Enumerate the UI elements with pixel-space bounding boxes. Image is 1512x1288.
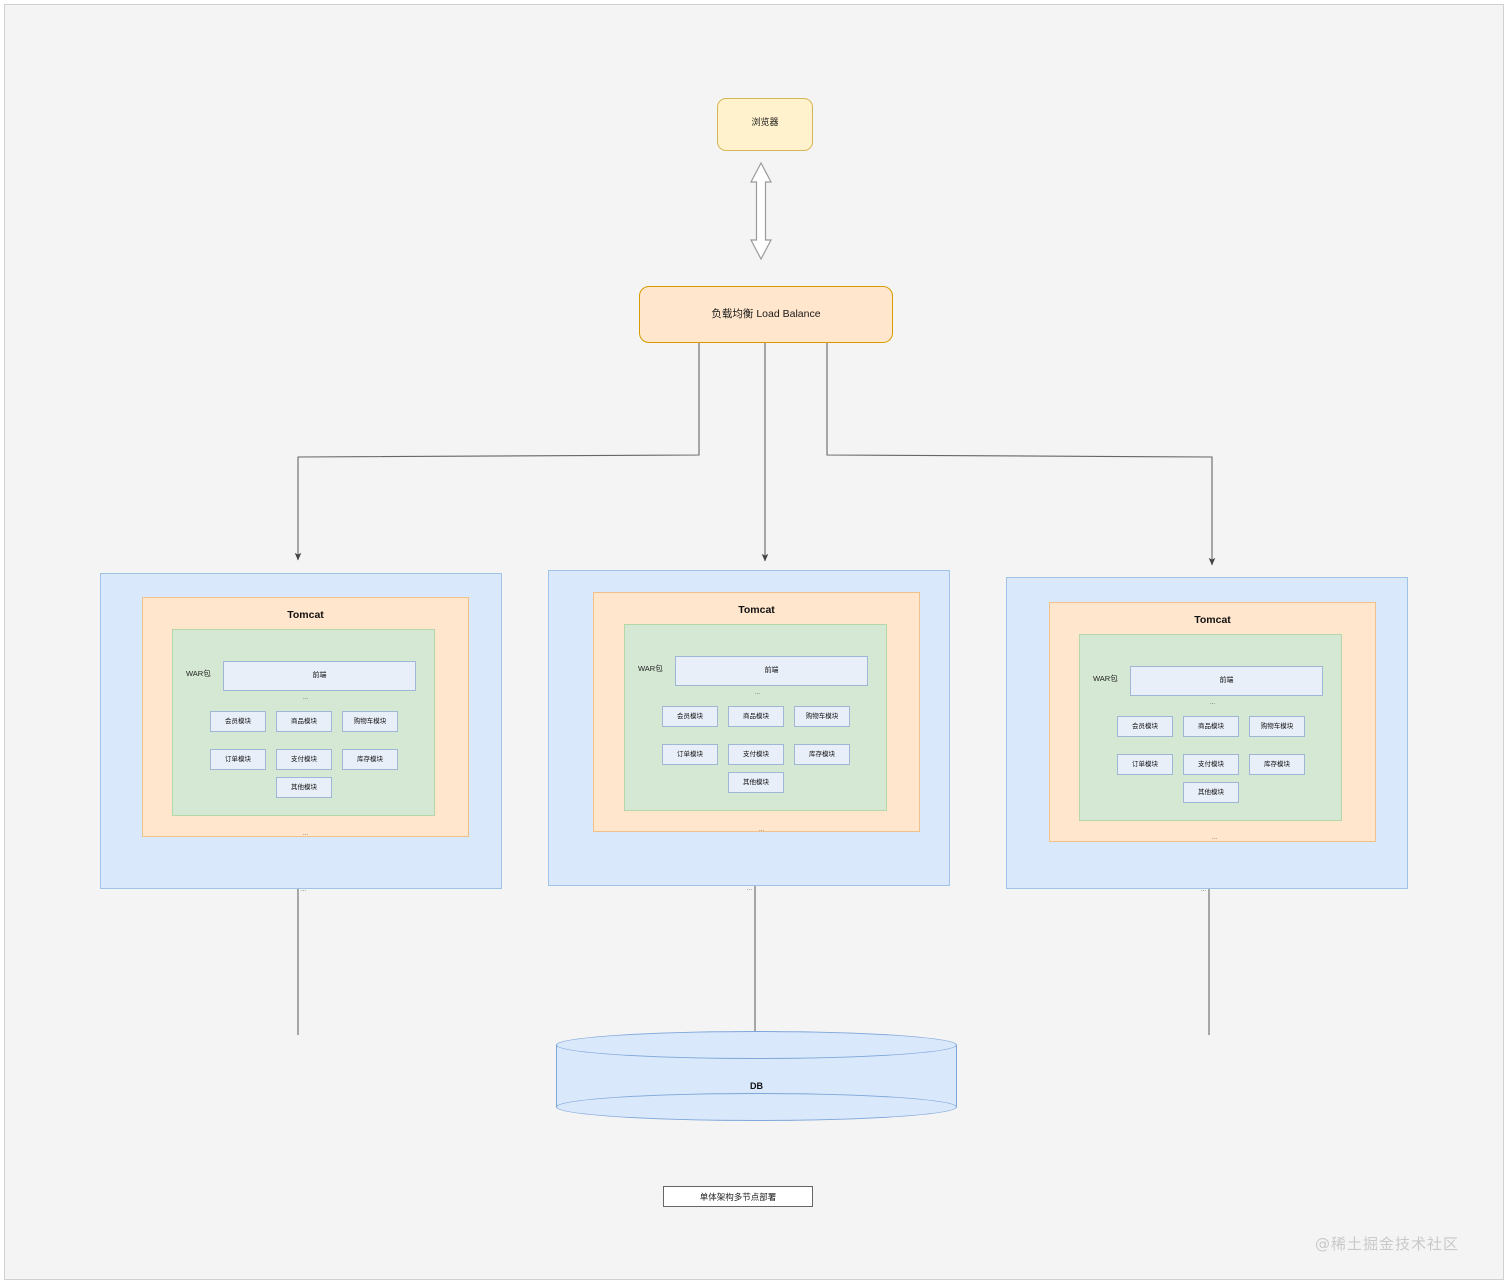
module-box-1[interactable]: 商品模块 (276, 711, 332, 732)
module-box-4[interactable]: 支付模块 (728, 744, 784, 765)
module-box-5[interactable]: 库存模块 (794, 744, 850, 765)
db-link-dots-2b: ... (747, 886, 753, 892)
database-node[interactable]: DB (556, 1031, 957, 1121)
module-box-6[interactable]: 其他模块 (728, 772, 784, 793)
lb-to-server1-connector (294, 340, 700, 561)
browser-node[interactable]: 浏览器 (717, 98, 813, 151)
db-link-dots-1b: ... (301, 887, 307, 893)
load-balancer-label: 负载均衡 Load Balance (711, 308, 821, 320)
load-balancer-node[interactable]: 负载均衡 Load Balance (639, 286, 893, 343)
watermark-label: @稀土掘金技术社区 (1315, 1235, 1460, 1253)
war-package-area-3[interactable]: WAR包 前端 ... 会员模块 商品模块 购物车模块 订单模块 支付模块 库存… (1079, 634, 1342, 821)
diagram-caption-label: 单体架构多节点部署 (699, 1192, 777, 1202)
module-box-0[interactable]: 会员模块 (662, 706, 718, 727)
module-box-5[interactable]: 库存模块 (1249, 754, 1305, 775)
module-box-1[interactable]: 商品模块 (728, 706, 784, 727)
module-box-2[interactable]: 购物车模块 (794, 706, 850, 727)
frontend-module-box[interactable]: 前端 (675, 656, 868, 686)
module-separator-dots: ... (1210, 700, 1216, 706)
tomcat-title: Tomcat (1194, 614, 1231, 626)
war-tag-label: WAR包 (186, 669, 211, 678)
db-link-dots-3b: ... (1201, 887, 1207, 893)
module-box-4[interactable]: 支付模块 (1183, 754, 1239, 775)
diagram-caption-box: 单体架构多节点部署 (663, 1186, 813, 1207)
diagram-canvas: 浏览器 负载均衡 Load Balance Tomcat WAR包 前端 ...… (4, 4, 1504, 1280)
module-box-5[interactable]: 库存模块 (342, 749, 398, 770)
db-link-dots-1a: ... (303, 831, 309, 837)
db-link-dots-3a: ... (1212, 835, 1218, 841)
browser-lb-connector (750, 161, 772, 261)
module-box-4[interactable]: 支付模块 (276, 749, 332, 770)
browser-label: 浏览器 (751, 117, 779, 127)
war-package-area-2[interactable]: WAR包 前端 ... 会员模块 商品模块 购物车模块 订单模块 支付模块 库存… (624, 624, 887, 811)
lb-to-server3-connector (826, 340, 1216, 566)
module-box-2[interactable]: 购物车模块 (342, 711, 398, 732)
module-box-3[interactable]: 订单模块 (1117, 754, 1173, 775)
module-box-6[interactable]: 其他模块 (276, 777, 332, 798)
cylinder-top (556, 1031, 957, 1059)
war-package-area-1[interactable]: WAR包 前端 ... 会员模块 商品模块 购物车模块 订单模块 支付模块 库存… (172, 629, 435, 816)
tomcat-title: Tomcat (287, 609, 324, 621)
cylinder-bottom (556, 1093, 957, 1121)
module-separator-dots: ... (755, 690, 761, 696)
module-box-1[interactable]: 商品模块 (1183, 716, 1239, 737)
db-link-dots-2a: ... (759, 827, 765, 833)
tomcat-title: Tomcat (738, 604, 775, 616)
frontend-module-box[interactable]: 前端 (1130, 666, 1323, 696)
module-separator-dots: ... (303, 695, 309, 701)
module-box-0[interactable]: 会员模块 (1117, 716, 1173, 737)
war-tag-label: WAR包 (638, 664, 663, 673)
module-box-6[interactable]: 其他模块 (1183, 782, 1239, 803)
module-box-0[interactable]: 会员模块 (210, 711, 266, 732)
module-box-2[interactable]: 购物车模块 (1249, 716, 1305, 737)
frontend-module-box[interactable]: 前端 (223, 661, 416, 691)
war-tag-label: WAR包 (1093, 674, 1118, 683)
module-box-3[interactable]: 订单模块 (662, 744, 718, 765)
module-box-3[interactable]: 订单模块 (210, 749, 266, 770)
